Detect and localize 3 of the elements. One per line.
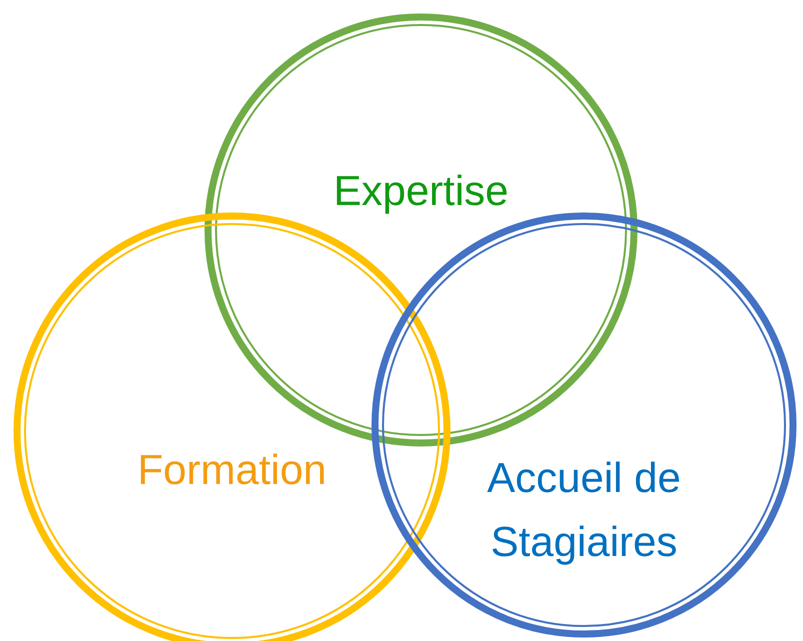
- circle-label: Accueil de Stagiaires: [486, 453, 682, 567]
- circle-label: Expertise: [332, 166, 510, 216]
- circle-label: Formation: [136, 445, 328, 495]
